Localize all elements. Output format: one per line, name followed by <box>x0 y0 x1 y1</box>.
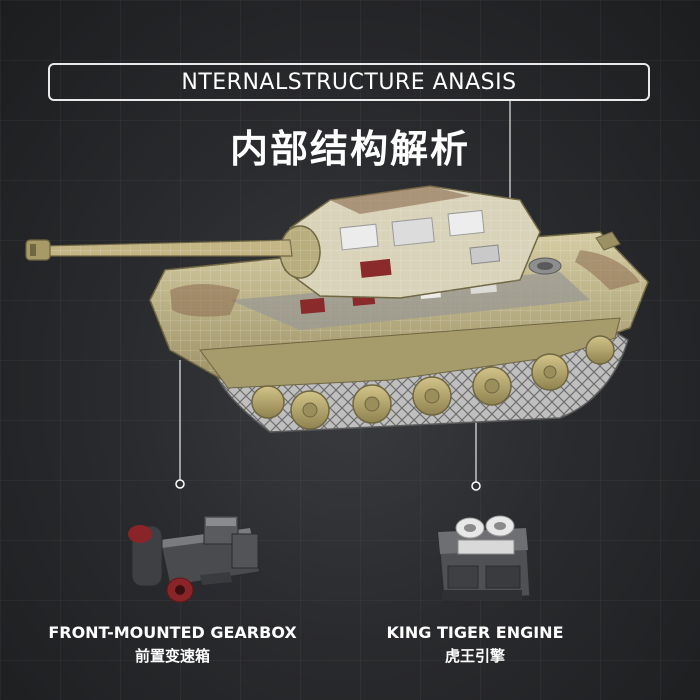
page-subtitle: 内部结构解析 <box>229 127 470 171</box>
engine-part <box>437 515 531 601</box>
tank-gun-barrel <box>25 239 293 261</box>
page-title: NTERNALSTRUCTURE ANASIS <box>181 69 517 95</box>
title-box: NTERNALSTRUCTURE ANASIS <box>48 63 650 101</box>
tank-turret <box>279 185 562 299</box>
gearbox-part <box>128 515 261 603</box>
engine-label-cn: 虎王引擎 <box>444 647 505 665</box>
engine-label: KING TIGER ENGINE <box>386 623 564 642</box>
road-wheels <box>251 335 615 430</box>
gearbox-label: FRONT-MOUNTED GEARBOX <box>48 623 297 642</box>
gearbox-label-cn: 前置变速箱 <box>134 647 210 665</box>
tank-rear-parts <box>595 231 621 251</box>
